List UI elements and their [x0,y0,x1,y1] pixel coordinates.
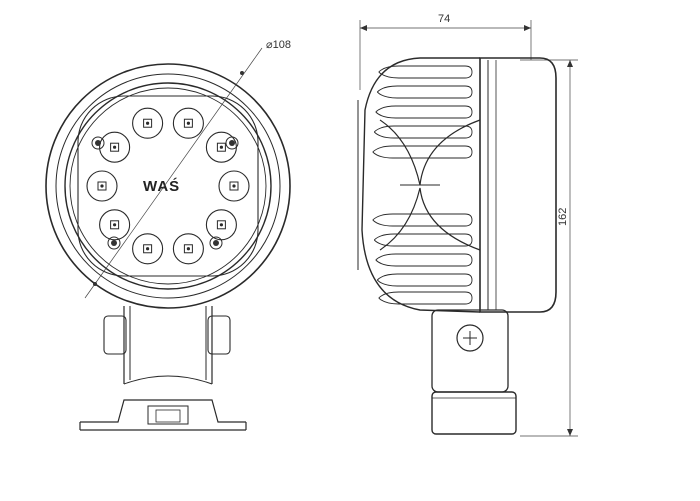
lens-body [479,57,557,313]
led-group [86,107,250,265]
fin-7 [373,233,473,247]
front-bracket [79,306,247,431]
diameter-leader [84,47,263,299]
led-3 [218,170,250,202]
fin-4 [373,125,473,139]
fin-9 [376,273,473,287]
led-1 [172,107,204,139]
led-4 [205,209,237,241]
side-view: 74 162 [357,13,578,437]
heatsink-fins [372,65,473,305]
led-10 [132,107,164,139]
fin-1 [378,65,473,79]
housing-outer-ring [45,63,291,309]
fin-6 [372,213,473,227]
depth-dimension: 74 [438,13,450,25]
bolt-head [456,324,484,352]
fin-3 [375,105,473,119]
fin-8 [375,253,473,267]
led-9 [99,131,131,163]
lens-circle [69,87,267,285]
front-view: WAŚ ⌀108 [45,39,291,431]
bezel-ring [64,82,272,290]
led-8 [86,170,118,202]
fin-5 [372,145,473,159]
height-dimension: 162 [557,208,569,226]
heatsink-housing [361,57,481,313]
fin-2 [376,85,473,99]
led-5 [172,233,204,265]
side-bracket [431,309,517,435]
plate-screws [91,136,239,250]
led-7 [99,209,131,241]
brand-label: WAŚ [143,177,180,195]
fin-10 [378,291,473,305]
diameter-dimension: ⌀108 [266,39,291,51]
led-plate [77,95,259,277]
led-6 [132,233,164,265]
housing-ring-2 [55,73,281,299]
